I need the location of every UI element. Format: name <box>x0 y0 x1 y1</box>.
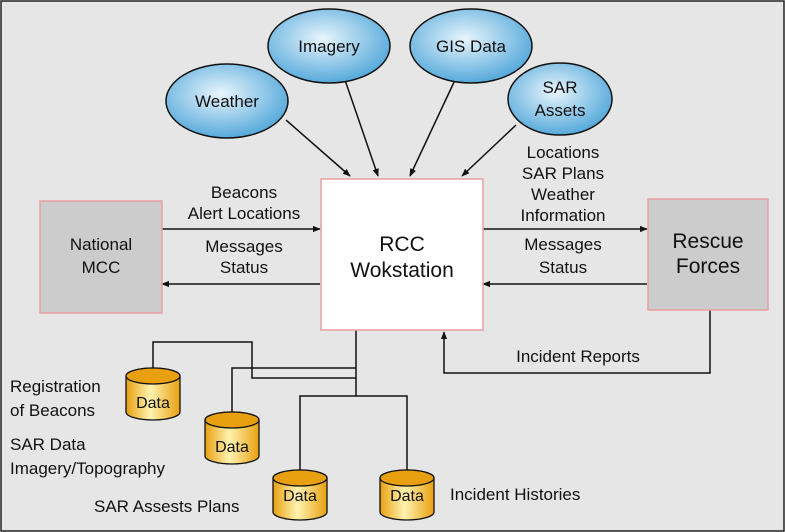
sar-assets-ellipse <box>507 62 613 136</box>
gis-ellipse <box>409 8 533 84</box>
input-weather: Weather <box>165 63 289 139</box>
db-sar-data: Data <box>204 411 260 465</box>
db-branch-bottom <box>299 395 408 470</box>
label-registration-line1: Registration <box>10 377 101 396</box>
db-registration: Data <box>125 367 181 421</box>
sar-assets-label-line1: SAR <box>543 78 578 97</box>
label-sar-assets-plans: SAR Assests Plans <box>94 497 240 516</box>
input-gis-data: GIS Data <box>409 8 533 84</box>
label-registration-line2: of Beacons <box>10 401 95 420</box>
flow-labels: Beacons Alert Locations Messages Status … <box>188 143 640 366</box>
db-sar-assets-top <box>272 469 328 487</box>
flow-sar-plans: SAR Plans <box>522 164 604 183</box>
flow-beacons: Beacons <box>211 183 277 202</box>
flow-rescue-status: Status <box>539 258 587 277</box>
arrow-gis-to-rcc <box>409 79 456 177</box>
connectors <box>152 79 711 470</box>
imagery-ellipse <box>267 8 391 84</box>
flow-mcc-messages: Messages <box>205 237 282 256</box>
national-mcc-line1: National <box>70 235 132 254</box>
rescue-forces-rect <box>647 198 769 311</box>
db-incident-label: Data <box>390 488 424 505</box>
label-incident-histories: Incident Histories <box>450 485 580 504</box>
rescue-forces-box: Rescue Forces <box>647 198 769 311</box>
db-sar-assets-plans: Data <box>272 469 328 521</box>
db-sar-data-label: Data <box>215 439 249 456</box>
db-registration-top <box>125 367 181 385</box>
rcc-workstation-rect <box>320 178 484 331</box>
rcc-line1: RCC <box>379 233 425 256</box>
arrow-incident-reports <box>440 310 711 374</box>
arrow-weather-to-rcc <box>285 119 351 177</box>
national-mcc-rect <box>39 200 163 314</box>
flow-alert-locations: Alert Locations <box>188 204 300 223</box>
db-branch-registration <box>152 341 356 379</box>
rcc-line2: Wokstation <box>350 259 454 282</box>
arrow-imagery-to-rcc <box>344 79 379 177</box>
label-sar-data-line1: SAR Data <box>10 435 86 454</box>
db-registration-label: Data <box>136 395 170 412</box>
rescue-forces-line1: Rescue <box>672 230 743 253</box>
db-incident-top <box>379 469 435 487</box>
flow-weather: Weather <box>531 185 595 204</box>
rescue-forces-line2: Forces <box>676 255 740 278</box>
gis-label: GIS Data <box>436 37 506 56</box>
weather-ellipse <box>165 63 289 139</box>
input-sar-assets: SAR Assets <box>507 62 613 136</box>
weather-label: Weather <box>195 92 259 111</box>
input-imagery: Imagery <box>267 8 391 84</box>
flow-locations: Locations <box>527 143 600 162</box>
national-mcc-line2: MCC <box>82 258 121 277</box>
db-branch-sardata <box>231 367 356 412</box>
flow-incident-reports: Incident Reports <box>516 347 640 366</box>
db-sar-assets-label: Data <box>283 488 317 505</box>
national-mcc-box: National MCC <box>39 200 163 314</box>
db-incident-histories: Data <box>379 469 435 521</box>
sar-assets-label-line2: Assets <box>534 101 585 120</box>
flow-information: Information <box>520 206 605 225</box>
flow-rescue-messages: Messages <box>524 235 601 254</box>
flow-mcc-status: Status <box>220 258 268 277</box>
imagery-label: Imagery <box>298 37 360 56</box>
label-sar-data-line2: Imagery/Topography <box>10 459 165 478</box>
arrow-sarassets-to-rcc <box>461 124 517 177</box>
db-sar-data-top <box>204 411 260 429</box>
rcc-workstation-box: RCC Wokstation <box>320 178 484 331</box>
